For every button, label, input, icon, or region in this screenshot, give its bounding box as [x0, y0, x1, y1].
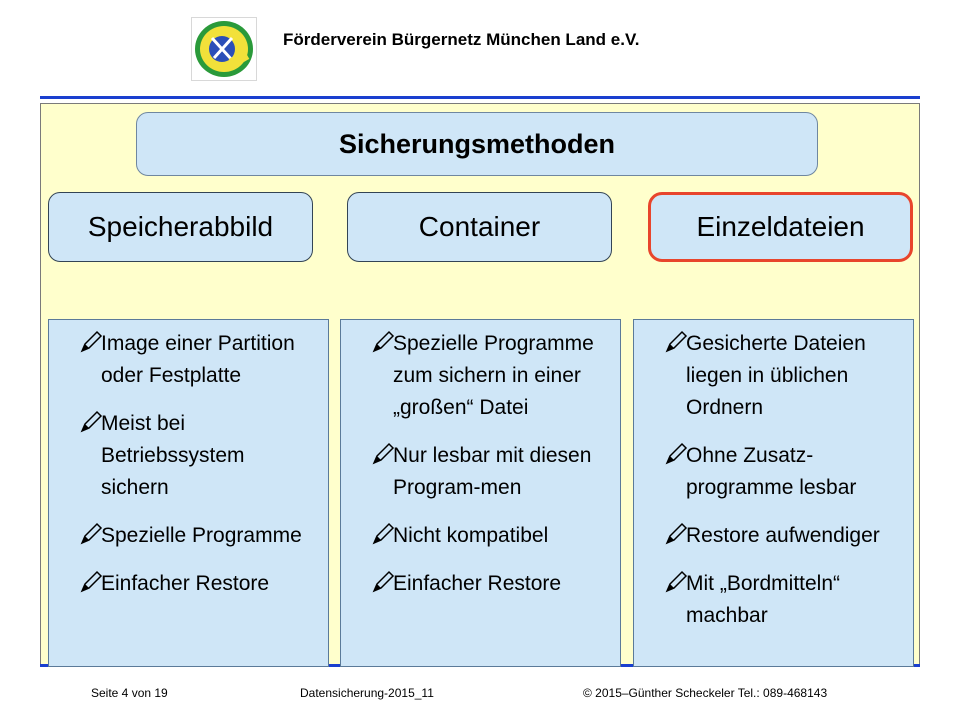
column-container: Spezielle Programme zum sichern in einer…: [340, 319, 621, 667]
slide-title: Sicherungsmethoden: [136, 112, 818, 176]
pencil-icon: [372, 570, 395, 593]
column-speicherabbild: Image einer Partition oder Festplatte Me…: [48, 319, 329, 667]
pencil-icon: [372, 330, 395, 353]
list-item: Spezielle Programme: [80, 520, 318, 552]
pencil-icon: [665, 570, 688, 593]
top-divider: [40, 96, 920, 99]
list-item: Nur lesbar mit diesen Program-men: [372, 440, 610, 504]
pencil-icon: [80, 570, 103, 593]
list-item: Nicht kompatibel: [372, 520, 610, 552]
pencil-icon: [665, 522, 688, 545]
method-speicherabbild: Speicherabbild: [48, 192, 313, 262]
method-einzeldateien: Einzeldateien: [648, 192, 913, 262]
list-item: Ohne Zusatz-programme lesbar: [665, 440, 903, 504]
list-item: Meist bei Betriebssystem sichern: [80, 408, 318, 504]
footer-page-number: Seite 4 von 19: [91, 686, 168, 700]
footer-file-name: Datensicherung-2015_11: [300, 686, 434, 700]
list-item: Image einer Partition oder Festplatte: [80, 328, 318, 392]
method-container: Container: [347, 192, 612, 262]
pencil-icon: [80, 410, 103, 433]
list-item: Spezielle Programme zum sichern in einer…: [372, 328, 610, 424]
organization-title: Förderverein Bürgernetz München Land e.V…: [283, 30, 640, 49]
bullet-list: Gesicherte Dateien liegen in üblichen Or…: [665, 328, 903, 648]
bullet-list: Spezielle Programme zum sichern in einer…: [372, 328, 610, 616]
pencil-icon: [372, 522, 395, 545]
pencil-icon: [665, 442, 688, 465]
list-item: Einfacher Restore: [372, 568, 610, 600]
footer-copyright: © 2015–Günther Scheckeler Tel.: 089-4681…: [583, 686, 828, 700]
pencil-icon: [665, 330, 688, 353]
list-item: Gesicherte Dateien liegen in üblichen Or…: [665, 328, 903, 424]
column-einzeldateien: Gesicherte Dateien liegen in üblichen Or…: [633, 319, 914, 667]
list-item: Einfacher Restore: [80, 568, 318, 600]
pencil-icon: [80, 330, 103, 353]
list-item: Mit „Bordmitteln“ machbar: [665, 568, 903, 632]
bullet-list: Image einer Partition oder Festplatte Me…: [80, 328, 318, 616]
pencil-icon: [372, 442, 395, 465]
buergernetz-logo: [191, 17, 257, 81]
list-item: Restore aufwendiger: [665, 520, 903, 552]
pencil-icon: [80, 522, 103, 545]
